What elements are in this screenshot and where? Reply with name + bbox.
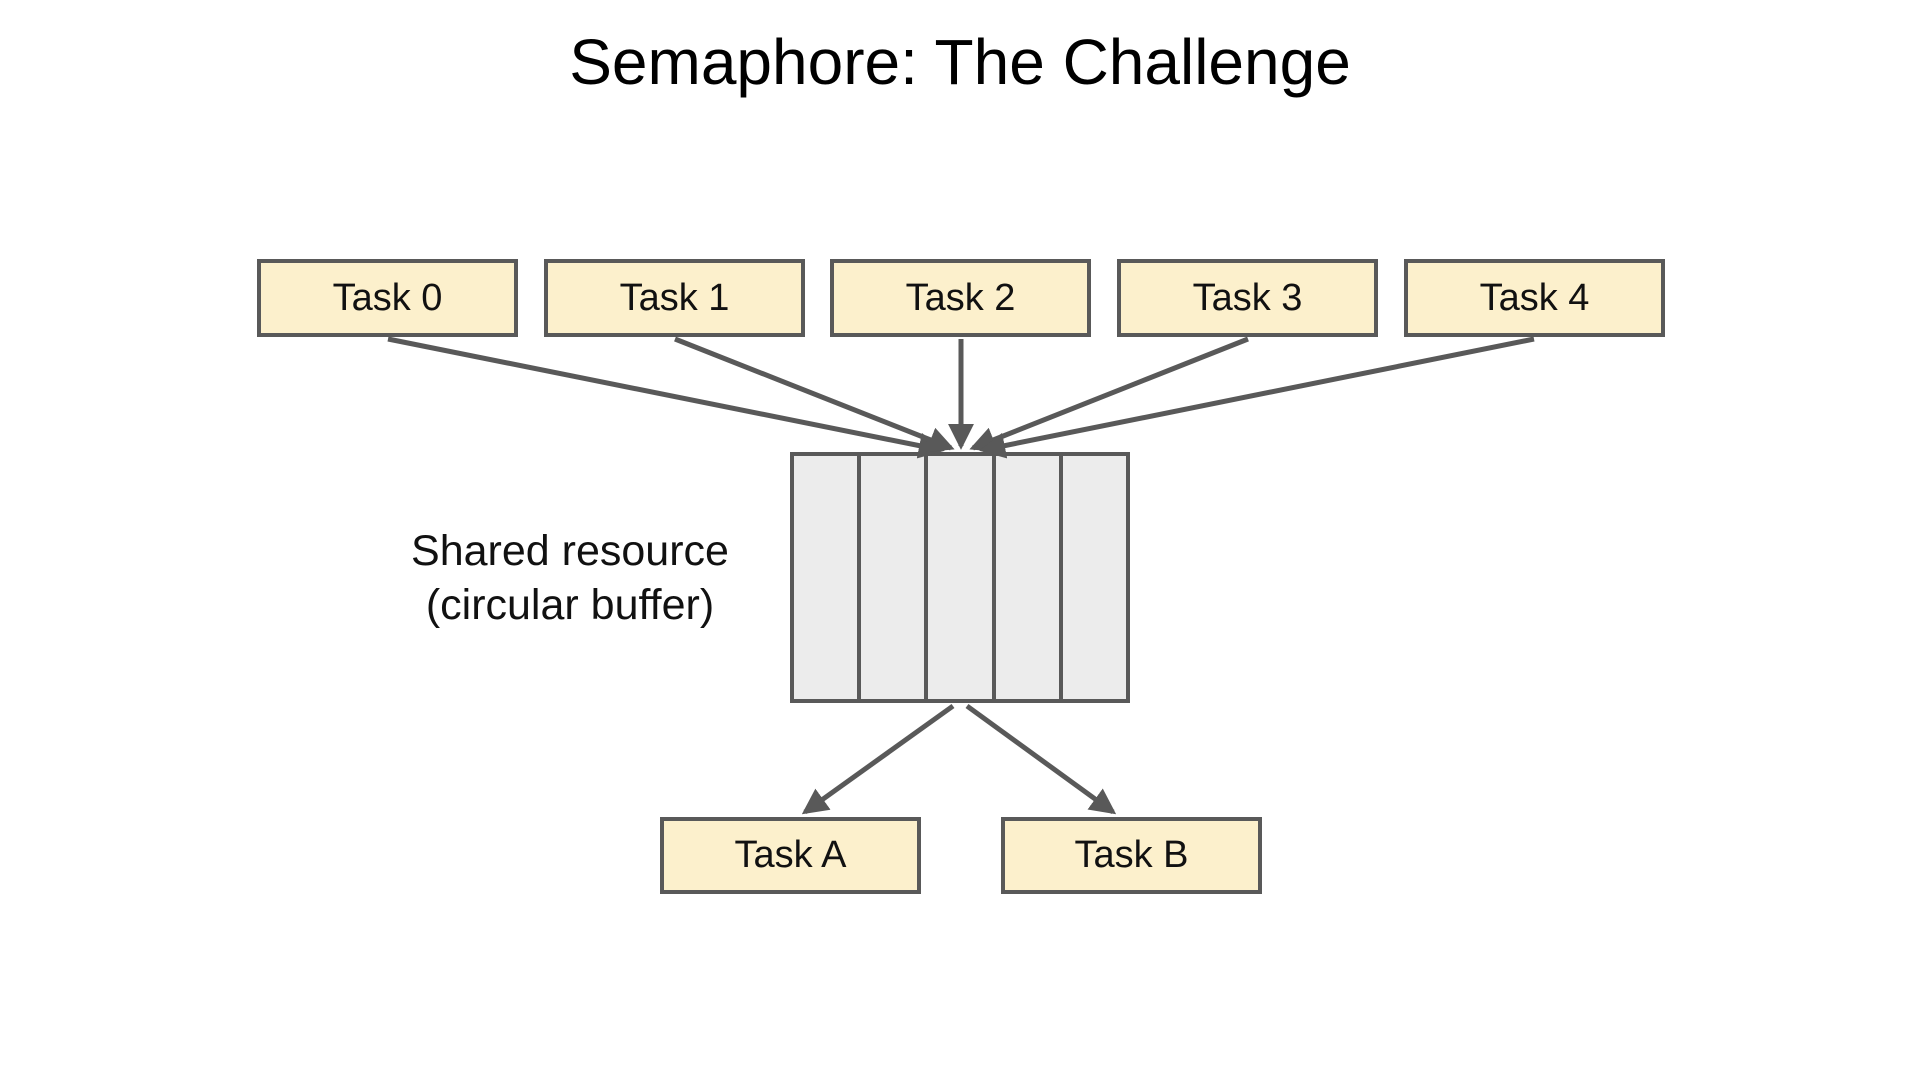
task-box-b-label: Task B: [1074, 834, 1189, 876]
arrow-task0-to-buffer: [387, 336, 945, 459]
task-box-0: Task 0: [257, 259, 518, 337]
circular-buffer: [790, 452, 1130, 703]
arrow-buffer-to-taskA: [801, 703, 955, 815]
arrow-task3-to-buffer: [969, 336, 1249, 452]
task-box-3-label: Task 3: [1192, 276, 1303, 319]
task-box-a-label: Task A: [734, 834, 847, 876]
slide-title: Semaphore: The Challenge: [569, 26, 1351, 98]
task-box-4-label: Task 4: [1479, 276, 1590, 319]
buffer-cell-3: [995, 456, 1063, 699]
task-box-4: Task 4: [1404, 259, 1665, 337]
task-box-2: Task 2: [830, 259, 1091, 337]
task-box-0-label: Task 0: [332, 276, 443, 319]
task-box-1: Task 1: [544, 259, 805, 337]
arrow-buffer-to-taskB: [965, 703, 1117, 815]
task-box-b: Task B: [1001, 817, 1262, 894]
buffer-cell-1: [861, 456, 929, 699]
buffer-cell-4: [1062, 456, 1127, 699]
task-box-1-label: Task 1: [619, 276, 730, 319]
shared-resource-label: Shared resource (circular buffer): [300, 524, 840, 632]
arrow-task1-to-buffer: [674, 336, 955, 452]
shared-resource-label-line1: Shared resource: [411, 527, 729, 575]
arrow-task4-to-buffer: [979, 336, 1535, 459]
shared-resource-label-line2: (circular buffer): [425, 581, 715, 629]
task-box-3: Task 3: [1117, 259, 1378, 337]
task-box-2-label: Task 2: [905, 276, 1016, 319]
task-box-a: Task A: [660, 817, 921, 894]
buffer-cell-2: [928, 456, 996, 699]
buffer-cell-0: [794, 456, 862, 699]
